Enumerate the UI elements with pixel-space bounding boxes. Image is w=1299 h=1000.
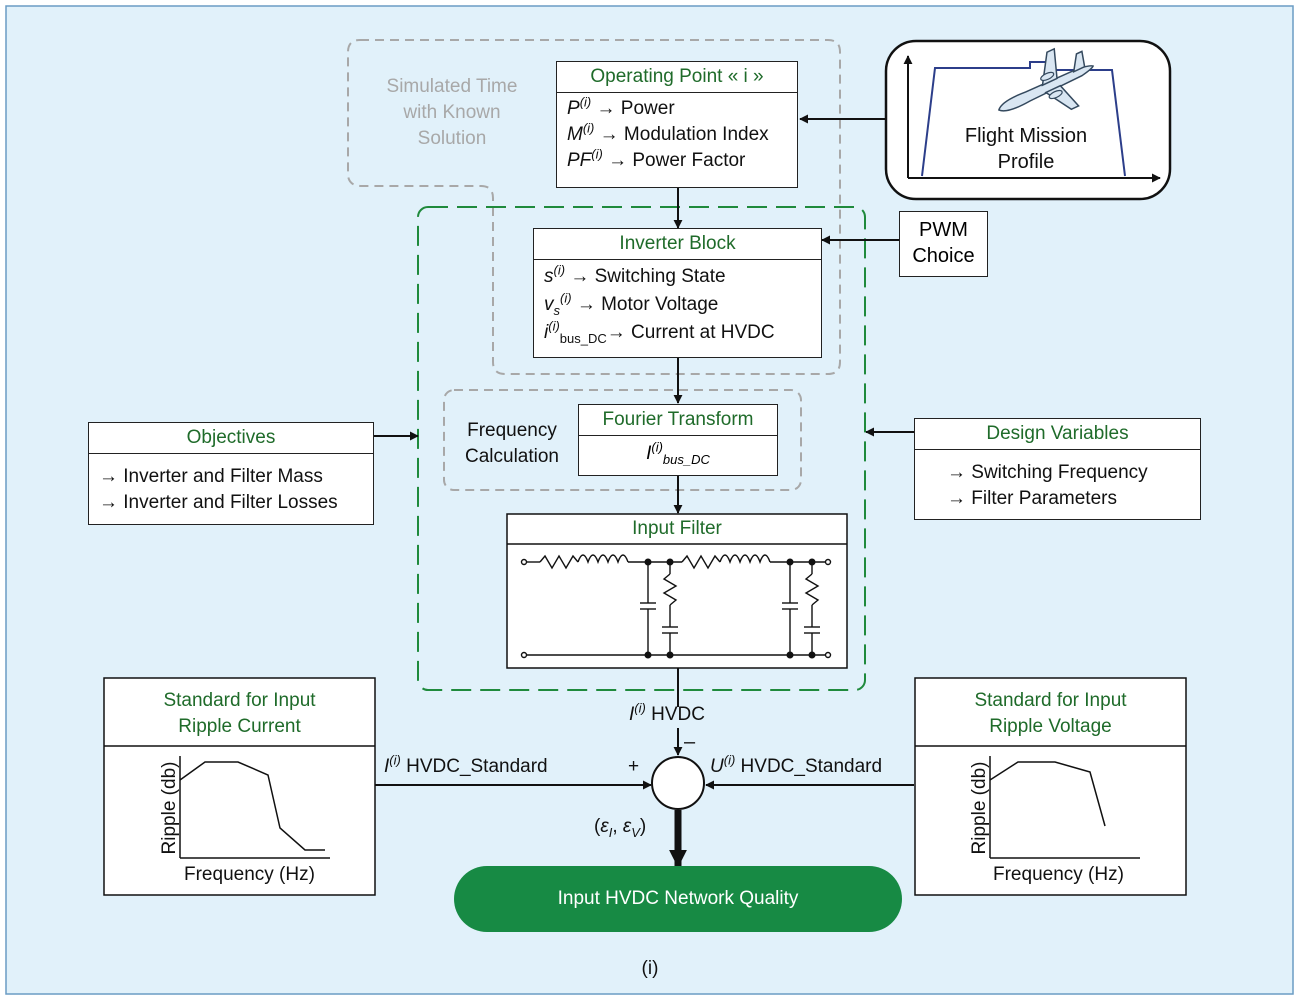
inverter-block-title: Inverter Block (534, 229, 821, 260)
inv-switching-row: s(i) → Switching State (544, 262, 726, 287)
std-current-box (103, 677, 376, 896)
std-current-ylabel: Ripple (db) (159, 761, 180, 855)
fourier-output: I(i)bus_DC (646, 439, 710, 467)
fourier-transform-box: Fourier Transform I(i)bus_DC (578, 404, 778, 476)
u-standard-label: U(i) HVDC_Standard (710, 752, 883, 777)
operating-point-title: Operating Point « i » (557, 62, 797, 93)
flight-mission-box (884, 39, 1172, 201)
design-variable-item: → Filter Parameters (947, 488, 1117, 509)
inv-voltage-row: vs(i) → Motor Voltage (544, 290, 719, 318)
input-filter-title: Input Filter (632, 518, 722, 539)
design-variable-item: → Switching Frequency (947, 462, 1148, 483)
plus-sign: + (628, 756, 640, 777)
op-modulation-row: M(i) → Modulation Index (567, 120, 769, 145)
std-current-curve (179, 761, 325, 851)
std-voltage-box (914, 677, 1187, 896)
frequency-region (443, 389, 802, 491)
minus-sign: – (684, 731, 696, 753)
op-powerfactor-row: PF(i) → Power Factor (567, 146, 746, 171)
network-quality-box: Input HVDC Network Quality (454, 866, 902, 932)
frequency-calc-label: Frequency Calculation (465, 420, 559, 467)
fourier-transform-title: Fourier Transform (579, 405, 777, 436)
summing-junction (651, 756, 705, 810)
inv-current-row: i(i)bus_DC→ Current at HVDC (544, 318, 775, 346)
op-power-row: P(i) → Power (567, 94, 675, 119)
mission-profile-curve (921, 61, 1126, 177)
objectives-box: Objectives → Inverter and Filter Mass → … (88, 422, 374, 525)
objective-item: → Inverter and Filter Mass (99, 466, 323, 487)
hvdc-current-label: I(i) HVDC (629, 700, 705, 725)
std-current-title: Standard for Input Ripple Current (163, 690, 316, 737)
airplane-icon (997, 47, 1095, 112)
figure-caption: (i) (641, 958, 659, 979)
flight-mission-label: Flight Mission Profile (964, 125, 1088, 173)
pwm-choice-box: PWM Choice (899, 211, 988, 277)
design-variables-title: Design Variables (915, 419, 1200, 450)
std-voltage-xlabel: Frequency (Hz) (993, 864, 1124, 885)
inverter-block-box: Inverter Block s(i) → Switching State vs… (533, 228, 822, 358)
std-voltage-title: Standard for Input Ripple Voltage (974, 690, 1127, 737)
simulated-time-label: Simulated Time with Known Solution (386, 76, 518, 149)
std-voltage-ylabel: Ripple (db) (969, 761, 990, 855)
filter-nodes (644, 558, 816, 659)
std-current-xlabel: Frequency (Hz) (184, 864, 315, 885)
objectives-title: Objectives (89, 423, 373, 454)
filter-circuit (520, 554, 832, 659)
operating-point-box: Operating Point « i » P(i) → Power M(i) … (556, 61, 798, 188)
optimization-loop-region (417, 206, 866, 691)
simulated-time-region (347, 39, 841, 375)
design-variables-box: Design Variables → Switching Frequency →… (914, 418, 1201, 520)
i-standard-label: I(i) HVDC_Standard (384, 752, 548, 777)
std-voltage-curve (989, 761, 1106, 827)
objective-item: → Inverter and Filter Losses (99, 492, 338, 513)
error-tuple-label: (εI, εV) (594, 816, 647, 840)
